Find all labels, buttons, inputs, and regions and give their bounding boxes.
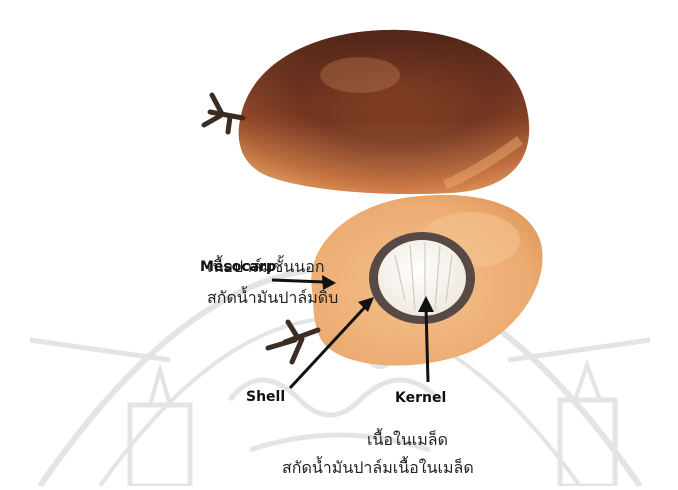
mesocarp-label: Mesocarp — [200, 259, 276, 275]
mesocarp-thai-label-line2: สกัดน้ำมันปาล์มดิบ — [207, 286, 338, 311]
kernel-thai-label-line2: สกัดน้ำมันปาล์มเนื้อในเมล็ด — [282, 456, 474, 481]
kernel-label: Kernel — [395, 390, 446, 406]
whole-fruit-stalk — [204, 95, 243, 132]
whole-palm-fruit — [239, 30, 529, 194]
shell-label: Shell — [246, 389, 285, 405]
kernel-thai-label-line1: เนื้อในเมล็ด — [367, 428, 448, 453]
